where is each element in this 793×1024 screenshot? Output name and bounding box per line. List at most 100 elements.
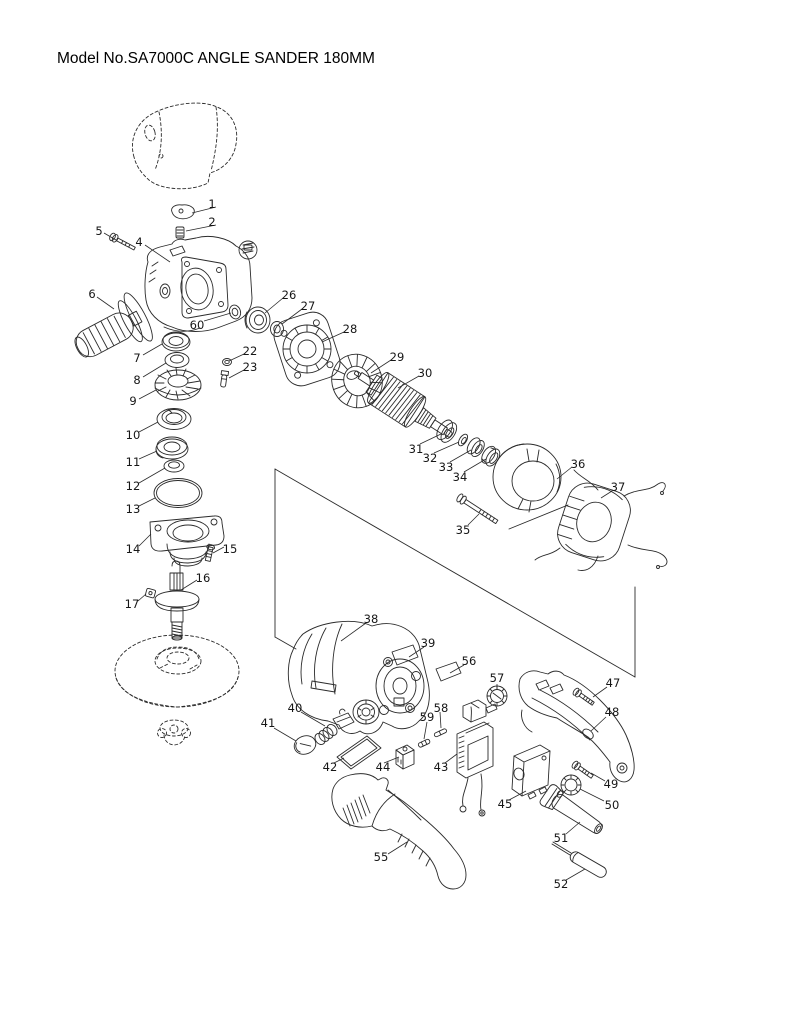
diagram-artwork xyxy=(74,102,668,890)
part-59-pin-drawing xyxy=(417,738,431,748)
part-13-o-ring-drawing xyxy=(153,478,203,508)
part-36-baffle-drawing xyxy=(492,443,562,513)
part-label-40: 40 xyxy=(288,701,303,715)
part-6-side-grip-drawing xyxy=(74,292,153,358)
part-label-59: 59 xyxy=(420,710,435,724)
part-label-34: 34 xyxy=(453,470,468,484)
part-label-35: 35 xyxy=(456,523,471,537)
part-label-56: 56 xyxy=(462,654,477,668)
part-47-screw-drawing xyxy=(572,687,595,706)
part-label-47: 47 xyxy=(606,676,621,690)
part-label-52: 52 xyxy=(554,877,569,891)
part-42-name-plate-drawing xyxy=(336,735,382,770)
part-label-8: 8 xyxy=(133,373,140,387)
part-15-screw-drawing xyxy=(204,544,216,562)
lock-nut-drawing xyxy=(157,719,191,746)
part-52-cord-drawing xyxy=(551,841,607,878)
part-label-4: 4 xyxy=(135,235,142,249)
part-label-43: 43 xyxy=(434,760,449,774)
part-label-32: 32 xyxy=(423,451,438,465)
part-label-22: 22 xyxy=(243,344,258,358)
part-44-switch-block-drawing xyxy=(395,744,415,770)
part-5-drawing xyxy=(109,232,136,251)
part-label-23: 23 xyxy=(243,360,258,374)
part-label-41: 41 xyxy=(261,716,276,730)
part-2-drawing xyxy=(175,226,185,239)
part-label-1: 1 xyxy=(208,197,215,211)
part-41-cap-drawing xyxy=(293,735,317,755)
part-22-ring-drawing xyxy=(222,358,232,366)
part-11-bearing-drawing xyxy=(155,436,189,460)
part-label-12: 12 xyxy=(126,479,141,493)
part-label-11: 11 xyxy=(126,455,141,469)
part-label-45: 45 xyxy=(498,797,513,811)
part-37-stator-drawing xyxy=(534,469,668,571)
part-43-controller-drawing xyxy=(456,699,498,817)
part-label-7: 7 xyxy=(133,351,140,365)
part-56-plate-drawing xyxy=(435,661,462,682)
part-38-motor-housing-drawing xyxy=(287,620,430,735)
part-labels: 1 2 5 4 6 60 26 27 28 29 30 22 23 7 8 9 … xyxy=(88,197,625,891)
part-label-29: 29 xyxy=(390,350,405,364)
page-title: Model No.SA7000C ANGLE SANDER 180MM xyxy=(57,50,375,67)
part-label-28: 28 xyxy=(343,322,358,336)
part-label-51: 51 xyxy=(554,831,569,845)
part-label-14: 14 xyxy=(126,542,141,556)
part-label-58: 58 xyxy=(434,701,449,715)
part-label-55: 55 xyxy=(374,850,389,864)
part-label-6: 6 xyxy=(88,287,95,301)
part-55-handle-cover-left-drawing xyxy=(331,773,467,890)
wheel-guard-drawing xyxy=(132,102,238,190)
part-label-13: 13 xyxy=(126,502,141,516)
part-40-carbon-brush-drawing xyxy=(314,708,355,746)
part-label-49: 49 xyxy=(604,777,619,791)
part-label-38: 38 xyxy=(364,612,379,626)
part-label-50: 50 xyxy=(605,798,620,812)
part-label-57: 57 xyxy=(490,671,505,685)
part-8-ring-drawing xyxy=(164,352,190,368)
sanding-pad-drawing xyxy=(114,634,240,708)
part-26-bearing-drawing xyxy=(244,306,271,334)
part-label-48: 48 xyxy=(605,705,620,719)
part-45-switch-drawing xyxy=(511,744,551,800)
part-14-bearing-box-drawing xyxy=(149,515,225,567)
part-label-39: 39 xyxy=(421,636,436,650)
part-39-plate-drawing xyxy=(391,644,419,666)
part-30-armature-drawing xyxy=(354,370,453,438)
part-label-42: 42 xyxy=(323,760,338,774)
part-49-screw-drawing xyxy=(571,760,594,779)
part-1-drawing xyxy=(171,204,195,220)
part-label-10: 10 xyxy=(126,428,141,442)
part-label-60: 60 xyxy=(190,318,205,332)
part-label-36: 36 xyxy=(571,457,586,471)
part-label-27: 27 xyxy=(301,299,316,313)
part-label-44: 44 xyxy=(376,760,391,774)
part-label-33: 33 xyxy=(439,460,454,474)
part-9-bevel-gear-drawing xyxy=(154,367,202,401)
part-label-37: 37 xyxy=(611,480,626,494)
part-12-washer-drawing xyxy=(163,459,185,473)
part-51-cord-guard-drawing xyxy=(539,784,603,834)
part-17-key-drawing xyxy=(144,587,156,599)
part-50-grommet-drawing xyxy=(556,774,582,798)
part-label-5: 5 xyxy=(95,224,102,238)
part-label-17: 17 xyxy=(125,597,140,611)
part-label-31: 31 xyxy=(409,442,424,456)
part-label-9: 9 xyxy=(129,394,136,408)
part-31-bearing-drawing xyxy=(436,419,458,443)
part-label-2: 2 xyxy=(208,215,215,229)
separator-plane xyxy=(274,468,636,678)
part-23-pin-drawing xyxy=(220,370,230,388)
part-label-15: 15 xyxy=(223,542,238,556)
part-60-ring-drawing xyxy=(228,304,242,320)
part-4-gear-housing-drawing xyxy=(144,235,253,332)
part-27-washer-drawing xyxy=(270,321,284,337)
part-label-26: 26 xyxy=(282,288,297,302)
part-10-labyrinth-ring-drawing xyxy=(156,408,192,430)
part-35-bolt-drawing xyxy=(456,493,499,525)
part-48-handle-cover-right-drawing xyxy=(518,670,635,783)
part-33-bearing-drawing xyxy=(466,437,485,458)
part-32-washer-drawing xyxy=(457,433,469,447)
